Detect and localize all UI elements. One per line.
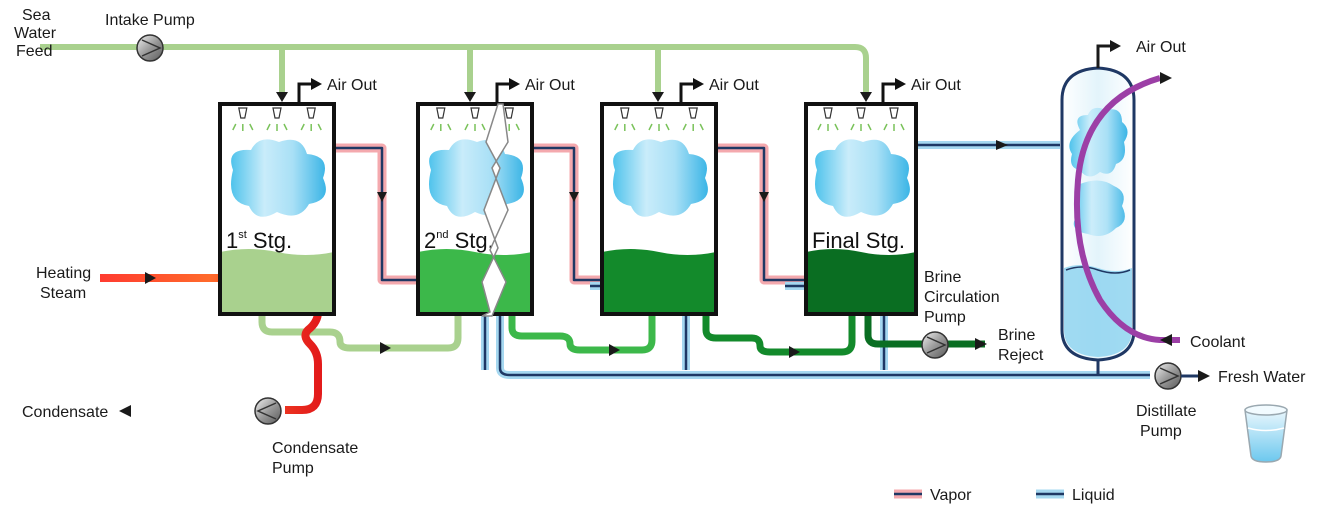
stage-4-spray-2	[850, 123, 872, 131]
condenser-air-out-label: Air Out	[1136, 39, 1186, 56]
stage-1-spray-1	[232, 123, 254, 131]
stage-1-brine-pool	[220, 249, 334, 314]
coolant-label: Coolant	[1190, 334, 1246, 351]
heating-steam-arrow	[145, 272, 156, 284]
brine-circulation-pump-icon	[921, 331, 949, 359]
brine-reject-label: Brine Reject	[998, 327, 1044, 364]
stage-2-spray-nozzle-1	[436, 107, 446, 119]
stage-1-spray-nozzle-3	[306, 107, 316, 119]
distillate-pump-icon	[1154, 362, 1182, 390]
stage-3-air-out-label: Air Out	[709, 77, 759, 94]
stage-2-spray-nozzle-2	[470, 107, 480, 119]
section-break	[481, 103, 509, 317]
stage-3-spray-2	[648, 123, 670, 131]
stage-4-spray-1	[817, 123, 839, 131]
coolant-out-arrow	[1160, 72, 1172, 84]
stage-1-spray-nozzle-2	[272, 107, 282, 119]
stage-3-spray-nozzle-1	[620, 107, 630, 119]
intake-pump-icon	[136, 34, 164, 62]
fresh-water-label: Fresh Water	[1218, 369, 1306, 386]
condensate-pump-icon	[254, 397, 282, 425]
distillate-pump-label: Distillate Pump	[1136, 403, 1201, 440]
stage-1-spray-3	[300, 123, 322, 131]
stage-4-spray-nozzle-1	[823, 107, 833, 119]
vapor-to-condenser-arrow	[996, 140, 1008, 150]
stage-4-spray-nozzle-3	[889, 107, 899, 119]
stage-2-spray-nozzle-3	[504, 107, 514, 119]
stage-2-spray-2	[464, 123, 486, 131]
stage-2-frame	[416, 102, 534, 316]
feed-arrowheads	[276, 92, 872, 102]
stage-3-vapor-cloud	[613, 139, 708, 217]
stage-4-air-out-label: Air Out	[911, 77, 961, 94]
stage-4-frame	[804, 102, 918, 316]
stage-3-frame	[600, 102, 718, 316]
stage-2-spray-1	[430, 123, 452, 131]
brine-arrowheads	[380, 338, 987, 358]
brine-lines	[258, 310, 985, 356]
condensate-label: Condensate	[22, 404, 108, 421]
condenser-vessel	[1060, 66, 1136, 375]
vapor-arrowheads	[377, 192, 769, 202]
stage-4-label: Final Stg.	[812, 228, 905, 253]
stage-2-air-out-pipe	[495, 82, 511, 104]
stage-4-spray-3	[883, 123, 905, 131]
stage-2-air-out-arrow	[509, 78, 520, 90]
stage-4-air-out-arrow	[895, 78, 906, 90]
stage-3-air-out-pipe	[679, 82, 695, 104]
stage-2-label: 2nd Stg.	[424, 228, 494, 253]
stage-2-air-out-label: Air Out	[525, 77, 575, 94]
stage-tank-3: Air Out	[600, 77, 759, 316]
stage-4-vapor-cloud	[815, 139, 910, 217]
stage-tank-1: Air Out 1st Stg.	[218, 77, 377, 316]
stage-4-brine-pool	[806, 249, 916, 314]
stage-3-spray-1	[614, 123, 636, 131]
stage-tank-2: Air Out 2nd Stg.	[416, 77, 575, 316]
stage-1-air-out-arrow	[311, 78, 322, 90]
stage-3-spray-nozzle-3	[688, 107, 698, 119]
stage-2-brine-pool	[418, 249, 532, 314]
stage-1-spray-nozzle-1	[238, 107, 248, 119]
condenser-air-out-pipe	[1096, 44, 1112, 68]
vapor-lines	[335, 143, 815, 285]
stage-1-label: 1st Stg.	[226, 228, 292, 253]
stage-1-spray-2	[266, 123, 288, 131]
condenser-air-out-arrow	[1110, 40, 1121, 52]
sea-water-feed-label: Sea Water Feed	[14, 7, 61, 60]
legend: Vapor Liquid	[894, 487, 1115, 504]
sea-water-feed-line	[40, 44, 869, 95]
stage-3-spray-3	[682, 123, 704, 131]
intake-pump-label: Intake Pump	[105, 12, 195, 29]
stage-3-spray-nozzle-2	[654, 107, 664, 119]
condensate-pump-label: Condensate Pump	[272, 440, 363, 477]
fresh-water-arrow	[1198, 370, 1210, 382]
condensate-arrow	[119, 405, 131, 417]
legend-liquid-label: Liquid	[1072, 487, 1115, 504]
legend-vapor-label: Vapor	[930, 487, 972, 504]
stage-3-air-out-arrow	[693, 78, 704, 90]
coolant-line	[1073, 75, 1180, 343]
stage-4-spray-nozzle-2	[856, 107, 866, 119]
stage-1-air-out-label: Air Out	[327, 77, 377, 94]
stage-2-vapor-cloud	[429, 139, 524, 217]
brine-circulation-pump-label: Brine Circulation Pump	[924, 269, 1004, 326]
heating-steam-label: Heating Steam	[36, 265, 96, 302]
stage-3-brine-pool	[602, 249, 716, 314]
stage-1-frame	[218, 102, 336, 316]
water-glass-icon	[1244, 404, 1288, 463]
stage-4-air-out-pipe	[881, 82, 897, 104]
stage-1-air-out-pipe	[297, 82, 313, 104]
stage-1-vapor-cloud	[231, 139, 326, 217]
coolant-in-arrow	[1160, 334, 1172, 346]
